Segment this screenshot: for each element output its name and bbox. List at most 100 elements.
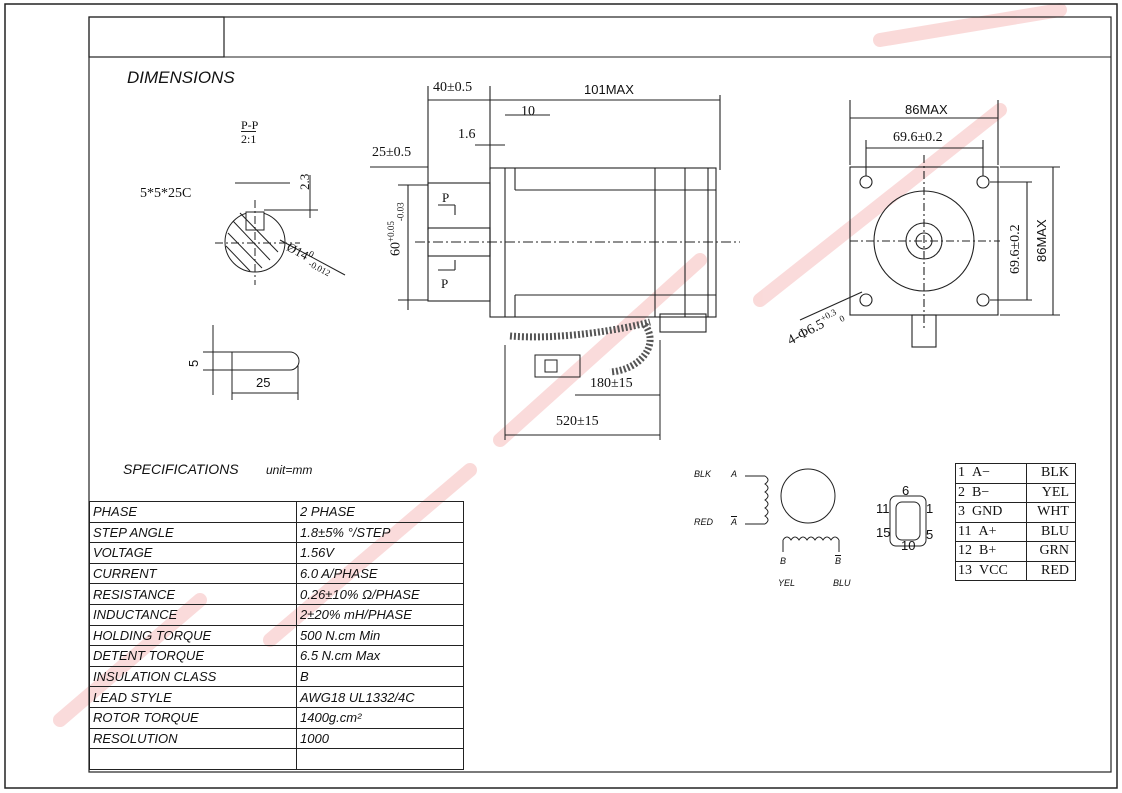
- signal-name: GND: [972, 504, 1003, 520]
- wire-color: WHT: [1026, 502, 1076, 523]
- pin-label-6: 6: [902, 483, 910, 498]
- spec-key: [89, 748, 297, 770]
- specs-unit: unit=mm: [266, 463, 313, 477]
- dim-69-6-top: 69.6±0.2: [893, 130, 943, 145]
- spec-value: 2±20% mH/PHASE: [296, 603, 464, 626]
- spec-key: LEAD STYLE: [89, 686, 297, 708]
- pin-signal: 11 A+: [955, 521, 1027, 542]
- spec-key: INDUCTANCE: [89, 603, 297, 626]
- winding-diagram: [745, 468, 840, 552]
- pin-signal: 1 A−: [955, 463, 1027, 484]
- dim-60-tol-top: +0.05: [386, 221, 396, 242]
- pin-label-5: 5: [926, 527, 934, 542]
- spec-value: 1400g.cm²: [296, 706, 464, 729]
- table-row: 11 A+BLU: [955, 521, 1076, 542]
- dim-520: 520±15: [556, 414, 599, 429]
- spec-key: RESOLUTION: [89, 727, 297, 750]
- pin-number: 12: [958, 543, 972, 559]
- wire-label-red: RED: [694, 517, 714, 527]
- spec-key: DETENT TORQUE: [89, 645, 297, 667]
- pin-signal: 12 B+: [955, 541, 1027, 562]
- wire-label-yel: YEL: [778, 578, 796, 588]
- pin-number: 3: [958, 504, 965, 520]
- spec-value: AWG18 UL1332/4C: [296, 686, 464, 708]
- table-row: [89, 748, 464, 770]
- motor-side-view: [370, 86, 740, 333]
- wire-color: BLU: [1026, 521, 1076, 542]
- wire-color: GRN: [1026, 541, 1076, 562]
- dim-60-tol-bot: -0.03: [395, 202, 406, 222]
- spec-value: [296, 748, 464, 770]
- wire-label-blk: BLK: [694, 469, 712, 479]
- dim-5: 5: [186, 359, 201, 367]
- pin-label-10: 10: [901, 538, 916, 553]
- key-spec-label: 5*5*25C: [140, 186, 192, 201]
- table-row: 12 B+GRN: [955, 541, 1076, 562]
- spec-value: B: [296, 665, 464, 688]
- phase-label-a: A: [731, 469, 738, 479]
- key-view: [203, 325, 300, 400]
- section-label-top: P-P: [241, 118, 259, 132]
- pin-signal: 13 VCC: [955, 560, 1027, 581]
- spec-value: 500 N.cm Min: [296, 624, 464, 647]
- section-mark-p-bottom: P: [441, 276, 449, 291]
- spec-key: HOLDING TORQUE: [89, 624, 297, 647]
- table-row: 2 B−YEL: [955, 482, 1076, 503]
- spec-key: ROTOR TORQUE: [89, 706, 297, 729]
- wire-label-blu: BLU: [833, 578, 851, 588]
- spec-key: VOLTAGE: [89, 542, 297, 564]
- motor-cable: [504, 318, 661, 440]
- table-row: 1 A−BLK: [955, 463, 1076, 484]
- dim-60-value: 60: [388, 242, 404, 256]
- pin-number: 11: [958, 523, 972, 539]
- pin-number: 13: [958, 562, 972, 578]
- section-label-bottom: 2:1: [241, 131, 257, 146]
- dim-10: 10: [521, 104, 535, 119]
- spec-key: RESISTANCE: [89, 583, 297, 605]
- spec-key: CURRENT: [89, 562, 297, 585]
- section-mark-p-top: P: [442, 190, 450, 205]
- spec-key: PHASE: [89, 501, 297, 523]
- pin-signal: 2 B−: [955, 482, 1027, 503]
- dim-60: 60+0.05-0.03: [386, 202, 405, 256]
- spec-value: 1.8±5% °/STEP: [296, 521, 464, 544]
- page-title: DIMENSIONS: [127, 68, 235, 87]
- signal-name: VCC: [979, 562, 1008, 578]
- dim-1-6: 1.6: [458, 127, 476, 142]
- dim-2-3: 2.3: [297, 173, 312, 190]
- pin-label-11: 11: [876, 501, 890, 516]
- spec-value: 6.5 N.cm Max: [296, 645, 464, 667]
- pin-signal: 3 GND: [955, 502, 1027, 523]
- pin-number: 2: [958, 484, 965, 500]
- signal-name: A−: [972, 465, 991, 481]
- signal-name: B+: [979, 543, 997, 559]
- dim-69-6-side: 69.6±0.2: [1008, 224, 1023, 274]
- dim-25: 25±0.5: [372, 145, 412, 160]
- wire-color: RED: [1026, 560, 1076, 581]
- pin-label-1: 1: [926, 501, 934, 516]
- signal-name: B−: [972, 484, 990, 500]
- db15-connector: [889, 495, 927, 547]
- dim-180: 180±15: [590, 376, 633, 391]
- inner-border: [88, 16, 1112, 773]
- outer-border: [4, 3, 1118, 789]
- title-corner-box: [88, 16, 225, 58]
- phase-label-a-bar: A: [731, 517, 738, 527]
- dim-101: 101MAX: [584, 82, 634, 97]
